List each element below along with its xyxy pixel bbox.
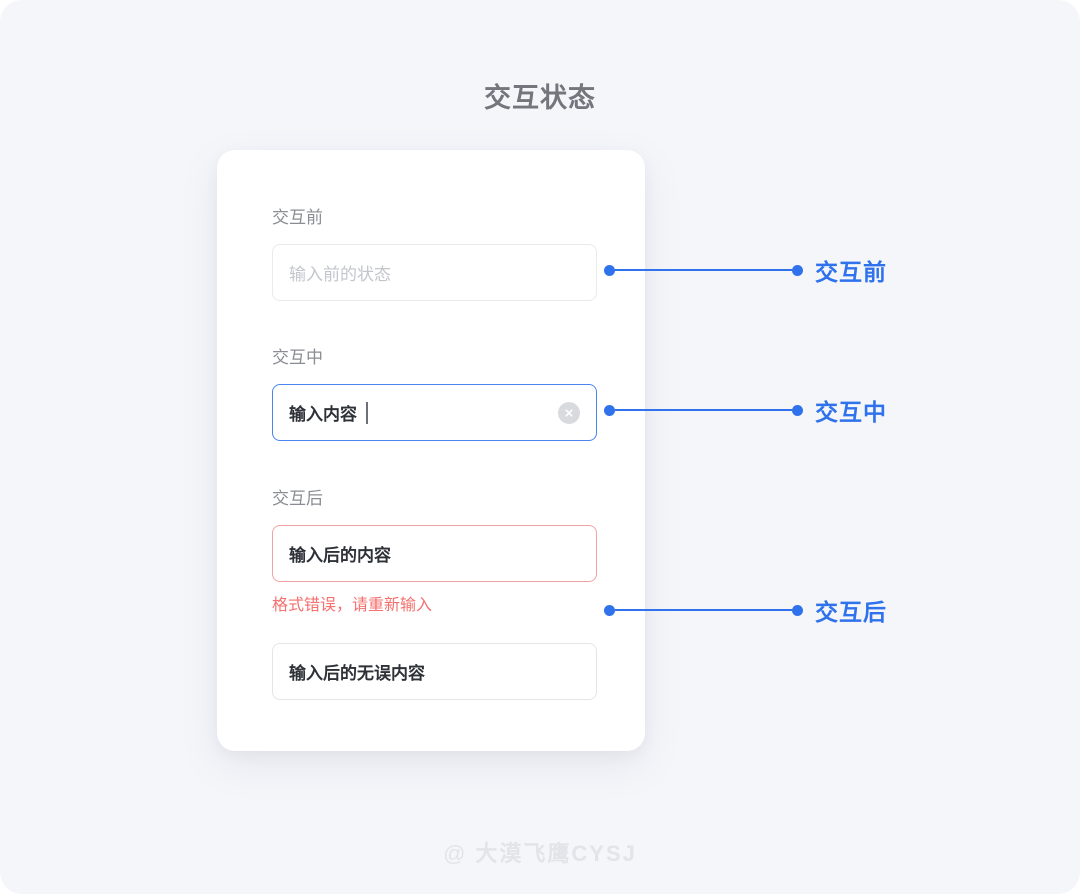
callout-line xyxy=(615,269,792,271)
callout-before: 交互前 xyxy=(604,258,887,285)
page-title: 交互状态 xyxy=(484,83,596,113)
callout-dot-end-icon xyxy=(792,264,803,276)
field-label-during: 交互中 xyxy=(272,348,323,367)
input-before[interactable]: 输入前的状态 xyxy=(272,244,597,301)
callout-label-during: 交互中 xyxy=(815,399,887,425)
text-caret xyxy=(366,401,368,424)
field-label-after: 交互后 xyxy=(272,489,323,508)
callout-during: 交互中 xyxy=(604,398,887,425)
field-group-after-valid: 输入后的无误内容 xyxy=(272,643,597,700)
states-card: 交互前 输入前的状态 交互中 输入内容 交互后 输入后的内容 xyxy=(217,150,645,751)
input-after-error[interactable]: 输入后的内容 xyxy=(272,525,597,582)
watermark-at-symbol: @ xyxy=(443,841,468,866)
callout-dot-start-icon xyxy=(604,404,615,416)
field-group-during: 交互中 输入内容 xyxy=(272,346,597,441)
callout-label-before: 交互前 xyxy=(815,259,887,285)
input-after-error-value: 输入后的内容 xyxy=(289,546,391,565)
input-during-value: 输入内容 xyxy=(289,405,357,424)
callout-line xyxy=(615,409,792,411)
input-during[interactable]: 输入内容 xyxy=(272,384,597,441)
close-circle-icon[interactable] xyxy=(558,401,580,424)
callout-label-after: 交互后 xyxy=(815,599,887,625)
callout-dot-end-icon xyxy=(792,404,803,416)
callout-dot-end-icon xyxy=(792,604,803,616)
field-group-before: 交互前 输入前的状态 xyxy=(272,206,597,301)
input-after-valid[interactable]: 输入后的无误内容 xyxy=(272,643,597,700)
callout-dot-start-icon xyxy=(604,264,615,276)
input-before-placeholder: 输入前的状态 xyxy=(289,265,391,284)
field-group-after-error: 交互后 输入后的内容 格式错误，请重新输入 xyxy=(272,487,597,617)
input-after-valid-value: 输入后的无误内容 xyxy=(289,664,425,683)
field-label-before: 交互前 xyxy=(272,208,323,227)
callout-line xyxy=(615,609,792,611)
watermark-text: 大漠飞鹰CYSJ xyxy=(475,841,637,866)
callout-after: 交互后 xyxy=(604,598,887,625)
watermark: @ 大漠飞鹰CYSJ xyxy=(0,836,1080,868)
callout-dot-start-icon xyxy=(604,604,615,616)
error-message: 格式错误，请重新输入 xyxy=(272,597,433,614)
